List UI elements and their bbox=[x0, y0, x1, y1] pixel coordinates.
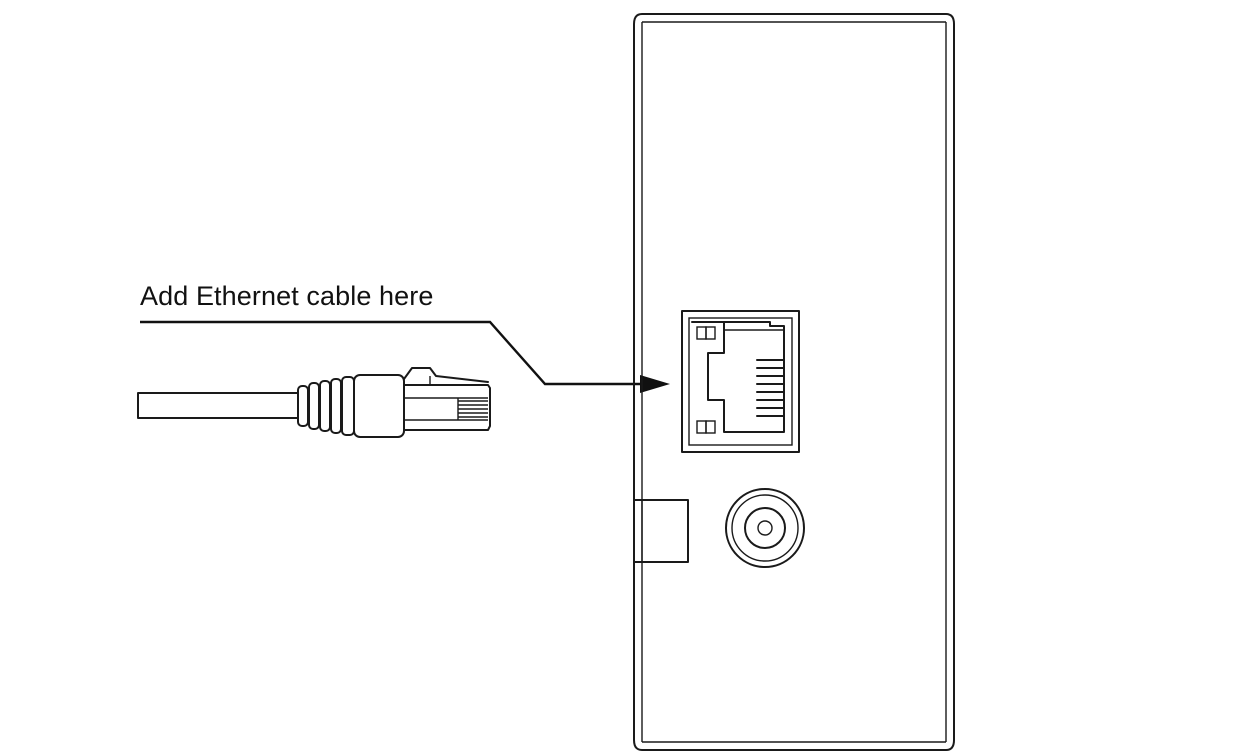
callout-label: Add Ethernet cable here bbox=[140, 281, 434, 311]
rj45-plug-icon bbox=[403, 367, 491, 431]
ethernet-port[interactable] bbox=[681, 310, 800, 453]
side-switch bbox=[633, 499, 689, 563]
device-body bbox=[633, 13, 955, 751]
ethernet-cable bbox=[137, 367, 491, 438]
cable-boot bbox=[297, 374, 405, 438]
power-jack-icon[interactable] bbox=[725, 488, 805, 568]
arrow-head-icon bbox=[640, 375, 670, 393]
callout-leader-line bbox=[140, 320, 670, 393]
